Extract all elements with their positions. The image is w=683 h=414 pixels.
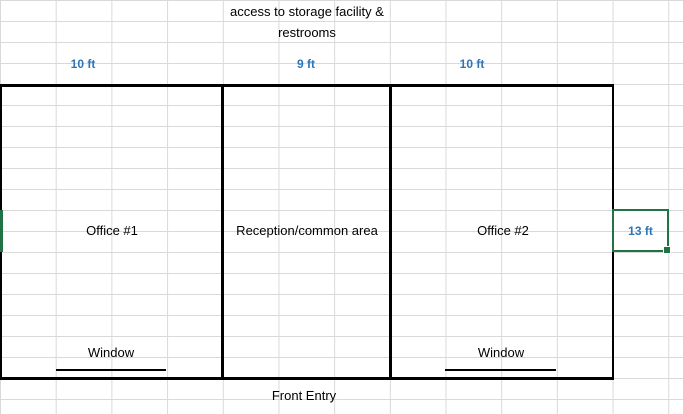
dimension-reception-width: 9 ft xyxy=(297,57,315,71)
front-entry-label: Front Entry xyxy=(271,388,337,403)
wall-top xyxy=(0,84,614,87)
top-annotation-line2: restrooms xyxy=(278,25,336,40)
window-line-left xyxy=(56,369,166,371)
wall-interior-reception-office2 xyxy=(389,84,392,379)
top-annotation-line1: access to storage facility & xyxy=(230,4,384,19)
dimension-office1-width: 10 ft xyxy=(70,57,96,71)
wall-interior-office1-reception xyxy=(221,84,224,379)
room-label-reception: Reception/common area xyxy=(236,223,378,238)
dimension-office2-width: 10 ft xyxy=(459,57,485,71)
window-label-left: Window xyxy=(87,345,135,360)
top-annotation: access to storage facility & restrooms xyxy=(230,1,384,43)
fill-handle[interactable] xyxy=(663,246,671,254)
window-label-right: Window xyxy=(477,345,525,360)
left-wall-selection-accent xyxy=(0,210,3,252)
room-label-office1: Office #1 xyxy=(86,223,138,238)
room-label-office2: Office #2 xyxy=(477,223,529,238)
wall-bottom xyxy=(0,377,614,380)
selected-cell-height-dimension[interactable]: 13 ft xyxy=(612,209,671,254)
window-line-right xyxy=(445,369,556,371)
selected-cell-value: 13 ft xyxy=(628,223,653,238)
